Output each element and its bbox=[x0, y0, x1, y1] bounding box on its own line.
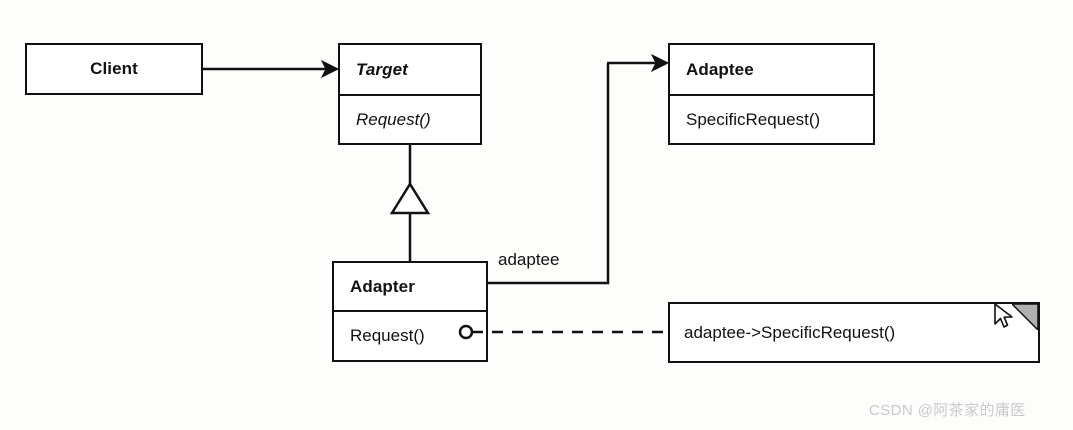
note-text: adaptee->SpecificRequest() bbox=[684, 322, 896, 342]
edge-request-to-note-anchor bbox=[458, 324, 668, 340]
operation-adapter-request: Request() bbox=[350, 326, 425, 345]
class-box-client[interactable]: Client bbox=[25, 43, 203, 95]
class-name-adapter: Adapter bbox=[350, 276, 415, 296]
class-name-compartment-target: Target bbox=[340, 45, 480, 94]
class-name-client: Client bbox=[90, 59, 138, 78]
class-name-target: Target bbox=[356, 59, 408, 79]
operation-target-request: Request() bbox=[356, 109, 431, 129]
edge-label-adaptee-role: adaptee bbox=[496, 250, 562, 270]
operation-adaptee-specificrequest: SpecificRequest() bbox=[686, 109, 821, 129]
class-operations-compartment-adaptee: SpecificRequest() bbox=[670, 94, 873, 143]
class-box-target[interactable]: Target Request() bbox=[338, 43, 482, 145]
class-box-adapter[interactable]: Adapter Request() bbox=[332, 261, 488, 362]
class-operations-compartment-adapter: Request() bbox=[334, 310, 486, 360]
note-fold-corner-icon bbox=[1012, 304, 1038, 330]
class-name-adaptee: Adaptee bbox=[686, 59, 754, 79]
class-name-compartment-client: Client bbox=[27, 45, 201, 93]
watermark-text: CSDN @阿茶家的庸医 bbox=[869, 402, 1026, 419]
class-operations-compartment-target: Request() bbox=[340, 94, 480, 143]
edge-adapter-to-target-generalization bbox=[389, 145, 431, 261]
class-name-compartment-adapter: Adapter bbox=[334, 263, 486, 310]
note-box[interactable]: adaptee->SpecificRequest() bbox=[668, 302, 1040, 363]
class-box-adaptee[interactable]: Adaptee SpecificRequest() bbox=[668, 43, 875, 145]
edge-client-to-target bbox=[203, 59, 340, 79]
class-name-compartment-adaptee: Adaptee bbox=[670, 45, 873, 94]
